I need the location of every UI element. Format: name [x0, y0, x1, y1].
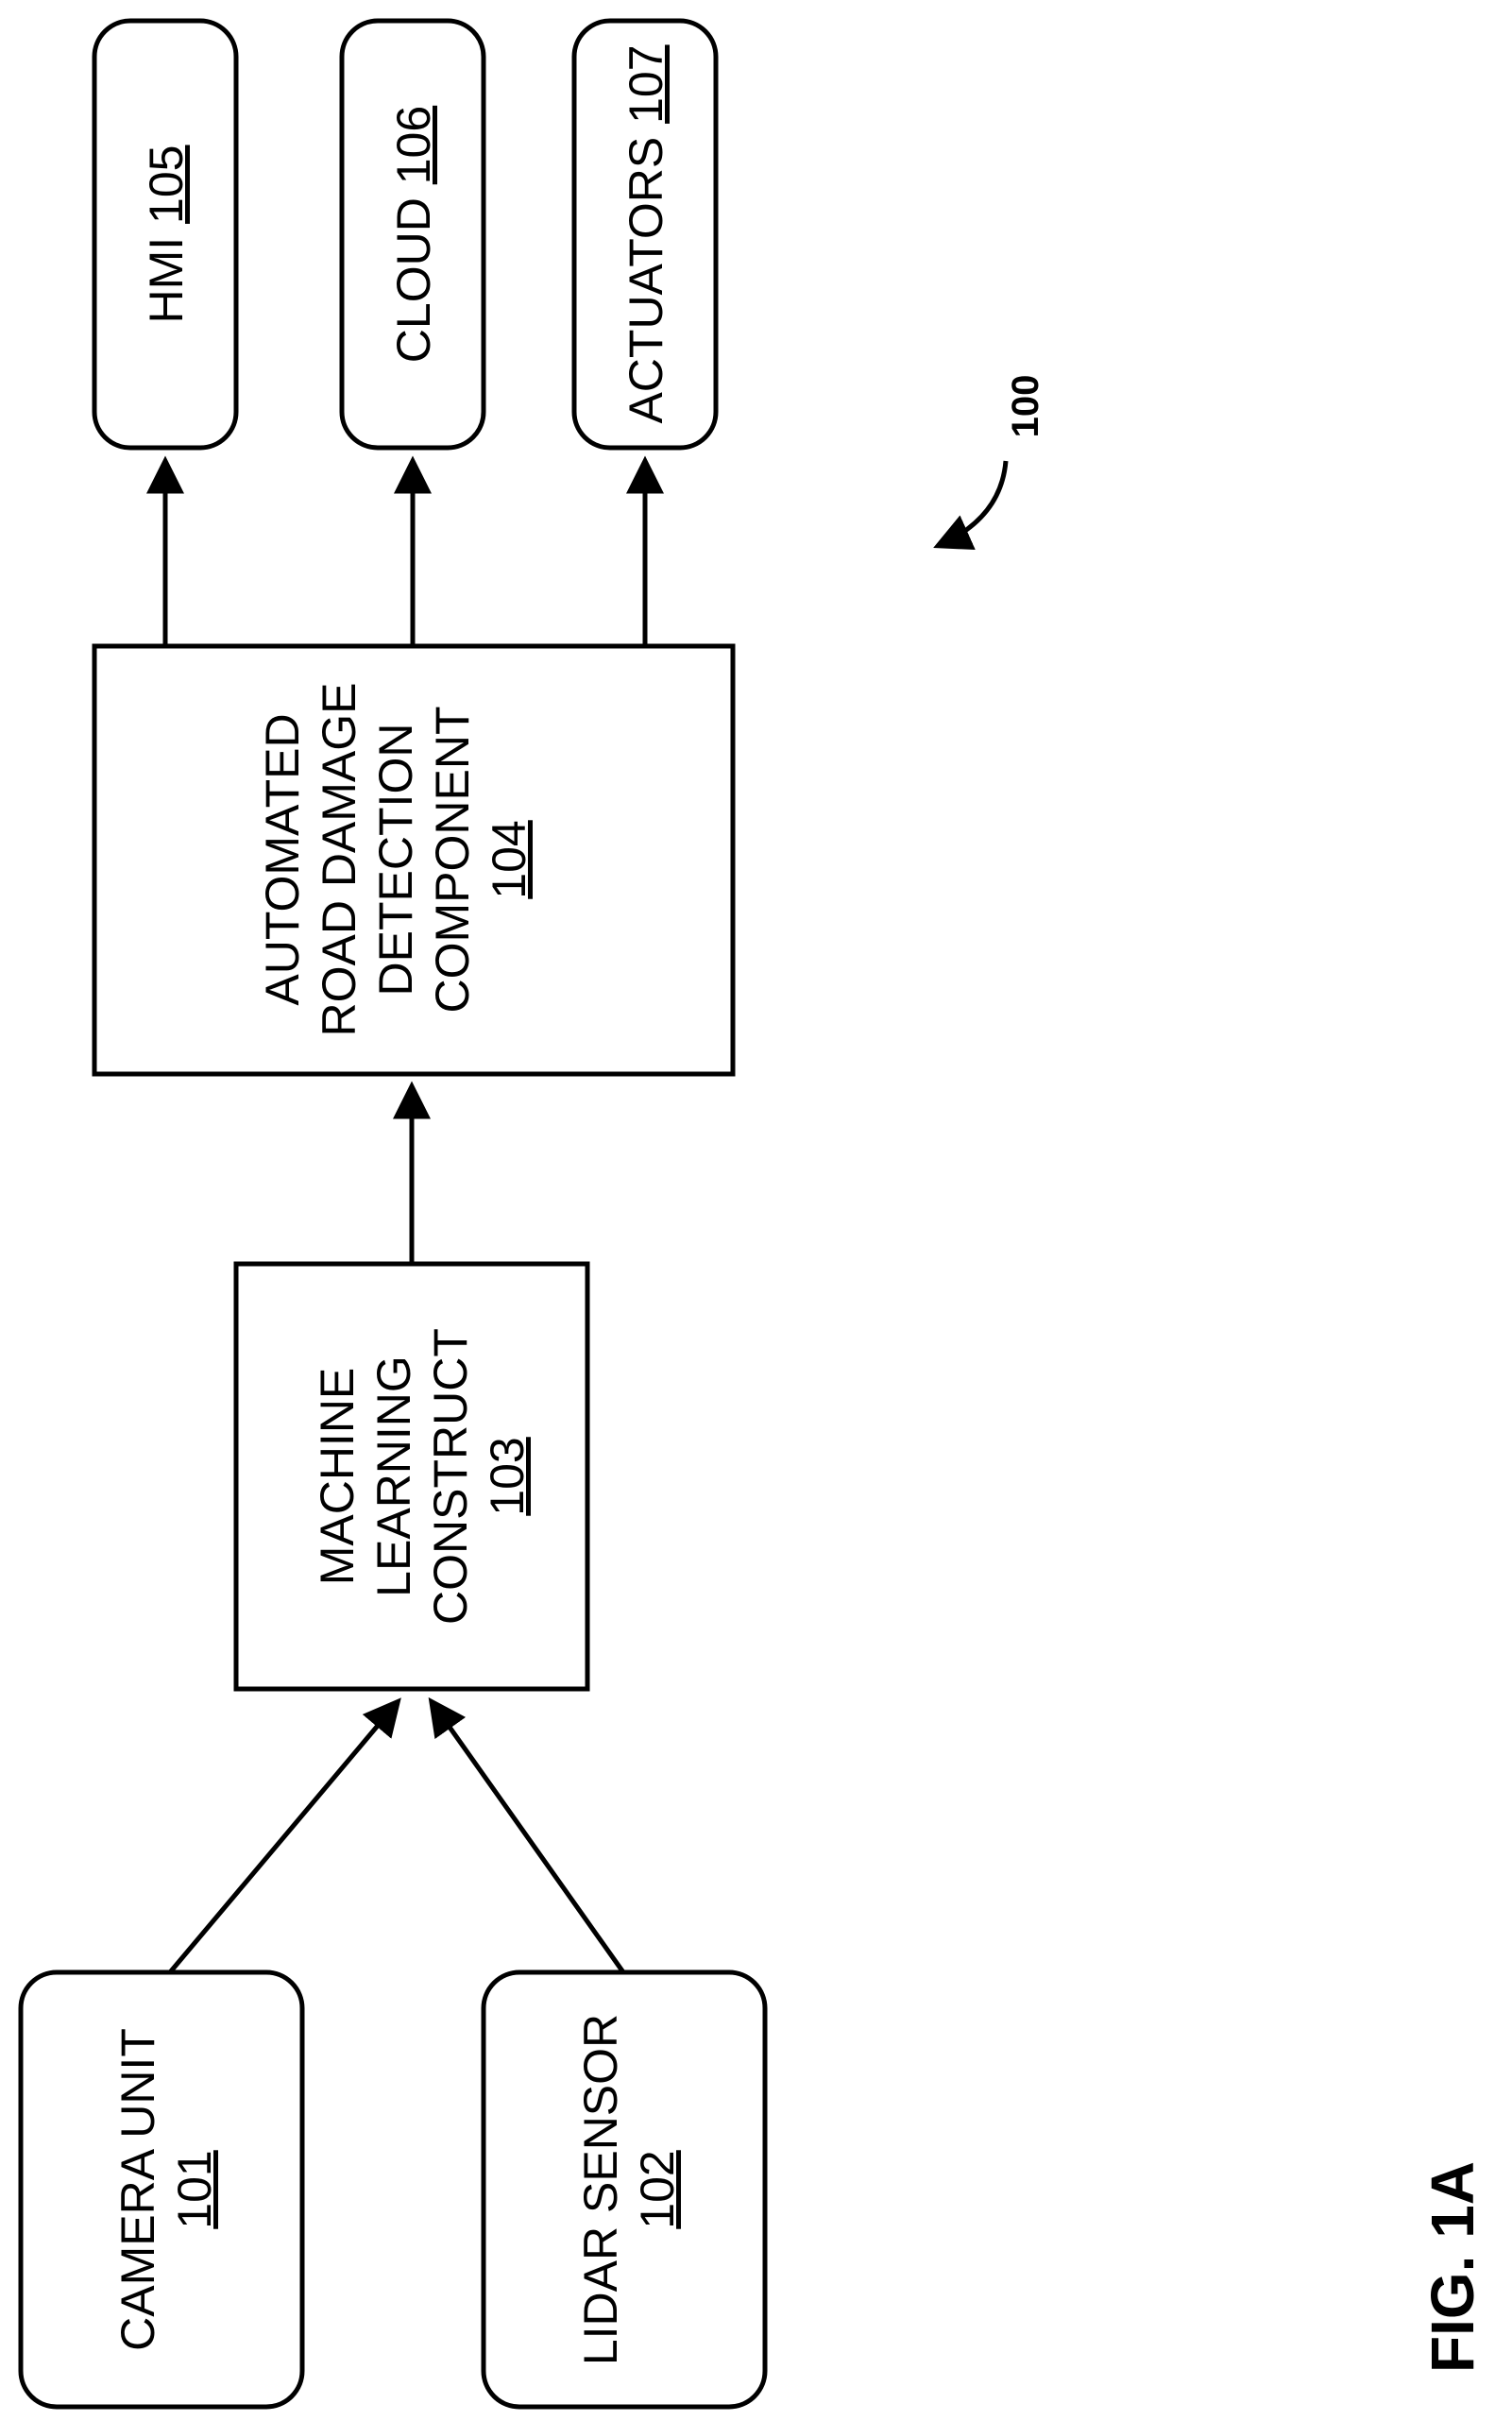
ml-construct-box: MACHINE LEARNING CONSTRUCT 103: [236, 1264, 587, 1689]
camera-unit-box: CAMERA UNIT 101: [21, 1972, 302, 2407]
cloud-name: CLOUD: [387, 197, 440, 363]
hmi-ref: 105: [140, 145, 193, 224]
figure-label: FIG. 1A: [1419, 2161, 1487, 2373]
hmi-name: HMI: [140, 237, 193, 324]
cloud-box: CLOUD 106: [342, 21, 484, 448]
actuators-label: ACTUATORS 107: [620, 44, 672, 423]
actuators-name: ACTUATORS: [620, 137, 672, 424]
lidar-sensor-ref: 102: [631, 2150, 684, 2228]
lidar-sensor-label: LIDAR SENSOR: [574, 2014, 627, 2365]
ml-construct-label-line1: MACHINE: [311, 1368, 364, 1586]
road-damage-ref: 104: [483, 820, 535, 898]
actuators-box: ACTUATORS 107: [574, 21, 716, 448]
cloud-ref: 106: [387, 106, 440, 184]
ml-construct-label-line3: CONSTRUCT: [424, 1328, 477, 1625]
system-ref-label: 100: [1005, 375, 1046, 438]
lidar-sensor-box: LIDAR SENSOR 102: [484, 1972, 765, 2407]
hmi-label: HMI 105: [140, 145, 193, 324]
edge-camera-to-ml: [170, 1703, 397, 1972]
camera-unit-ref: 101: [168, 2150, 221, 2228]
cloud-label: CLOUD 106: [387, 106, 440, 363]
hmi-box: HMI 105: [94, 21, 236, 448]
road-damage-detection-box: AUTOMATED ROAD DAMAGE DETECTION COMPONEN…: [94, 646, 733, 1074]
system-reference: 100: [940, 375, 1046, 545]
ml-construct-ref: 103: [481, 1437, 534, 1515]
edge-lidar-to-ml: [433, 1703, 623, 1972]
system-ref-arrow: [940, 461, 1006, 545]
road-damage-label-line3: DETECTION: [369, 724, 422, 997]
camera-unit-label: CAMERA UNIT: [111, 2028, 164, 2351]
road-damage-label-line1: AUTOMATED: [256, 713, 309, 1005]
ml-construct-label-line2: LEARNING: [367, 1355, 420, 1597]
actuators-ref: 107: [620, 44, 672, 123]
road-damage-label-line2: ROAD DAMAGE: [313, 682, 365, 1036]
road-damage-label-line4: COMPONENT: [426, 707, 479, 1014]
